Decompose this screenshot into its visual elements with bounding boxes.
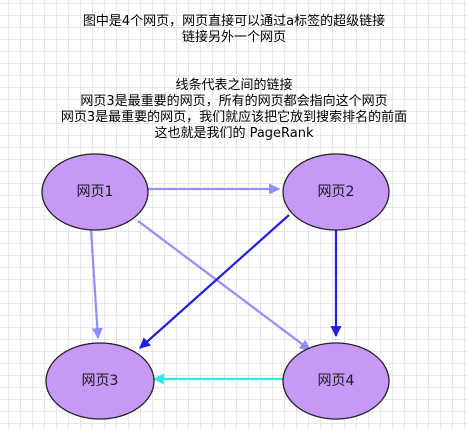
node-page3: 网页3: [45, 342, 155, 420]
intro-line-1: 图中是4个网页，网页直接可以通过a标签的超级链接: [82, 14, 386, 29]
intro-text: 图中是4个网页，网页直接可以通过a标签的超级链接 链接另外一个网页: [0, 14, 468, 46]
nodes-layer: 网页1 网页2 网页3 网页4: [41, 153, 390, 420]
node-page4: 网页4: [282, 342, 390, 420]
node-page1: 网页1: [41, 153, 149, 231]
node-label-page3: 网页3: [82, 373, 119, 389]
edge-page1-to-page4: [137, 220, 311, 351]
node-page2: 网页2: [282, 153, 390, 231]
explain-text: 线条代表之间的链接 网页3是最重要的网页，所有的网页都会指向这个网页 网页3是最…: [0, 78, 468, 142]
node-shape-page4: [282, 342, 390, 420]
intro-line-2: 链接另外一个网页: [181, 30, 286, 45]
explain-line-1: 线条代表之间的链接: [175, 78, 293, 93]
node-label-page4: 网页4: [318, 373, 355, 389]
edge-page1-to-page3: [89, 229, 103, 340]
edges-layer: [89, 183, 342, 385]
explain-line-4: 这也就是我们的 PageRank: [154, 126, 314, 141]
node-shape-page2: [282, 153, 390, 231]
explain-line-3: 网页3是最重要的网页，我们就应该把它放到搜索排名的前面: [60, 110, 408, 125]
node-shape-page1: [41, 153, 149, 231]
node-label-page1: 网页1: [77, 184, 114, 200]
node-label-page2: 网页2: [318, 184, 355, 200]
explain-line-2: 网页3是最重要的网页，所有的网页都会指向这个网页: [80, 94, 388, 109]
edge-page2-to-page3: [139, 214, 290, 349]
node-shape-page3: [45, 342, 155, 420]
